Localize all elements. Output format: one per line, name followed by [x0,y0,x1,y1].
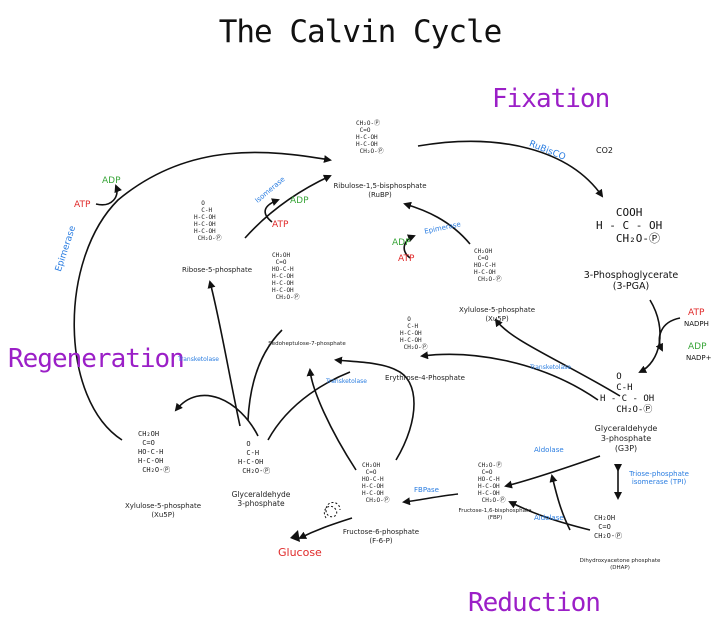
glucose-label: Glucose [278,546,322,559]
g3p-structure: O C-H H - C - OH CH₂O-Ⓟ [600,372,655,415]
cofactor-adp-left: ADP [102,176,121,186]
cofactor-atp-reduction: ATP [688,308,705,318]
xu5p-left-structure: CH₂OH C=O HO-C-H H-C-OH CH₂O-Ⓟ [138,430,171,474]
fbp-structure: CH₂O-Ⓟ C=O HO-C-H H-C-OH H-C-OH CH₂O-Ⓟ [478,462,506,504]
r5p-label: Ribose-5-phosphate [181,266,253,274]
phase-fixation: Fixation [492,84,610,114]
phase-reduction: Reduction [468,588,601,618]
arrow-atp-adp-mid [403,234,416,259]
arrow-r5p-to-rubp [244,174,332,239]
rubp-structure: CH₂O-Ⓟ C=O H-C-OH H-C-OH CH₂O-Ⓟ [356,120,384,155]
arrow-tk-left-a [174,394,259,437]
arrow-g3p-to-fbp [504,455,601,489]
cofactor-atp-iso: ATP [272,220,289,230]
arrow-atp-adp-iso [264,198,280,223]
rubp-label: Ribulose-1,5-bisphosphate(RuBP) [333,182,427,199]
dhap-label: Dihydroxyacetone phosphate(DHAP) [579,558,661,571]
f6p-label: Fructose-6-phosphate(F-6-P) [342,528,420,545]
page-title: The Calvin Cycle [218,14,503,50]
enzyme-tpi: Triose-phosphate isomerase (TPI) [629,470,689,486]
arrow-fbp-to-f6p [402,493,459,506]
cofactor-co2: CO2 [596,146,613,155]
arrow-tk-mid [306,368,357,471]
cofactor-nadph: NADPH [684,320,709,328]
arrow-dhap-to-fbp [508,501,591,531]
arrow-g3p-to-e4p [420,351,599,401]
dhap-structure: CH₂OH C=O CH₂O-Ⓟ [594,514,623,540]
cofactor-atp-left: ATP [74,200,91,210]
cofactor-nadp: NADP+ [686,354,712,362]
g3p2-structure: O C-H H-C-OH CH₂O-Ⓟ [238,440,271,475]
arrow-f6p-to-e4p [334,356,415,461]
cofactor-atp-mid: ATP [398,254,415,264]
phase-regeneration: Regeneration [8,344,185,374]
arrow-atp-branch [655,317,681,352]
arrow-regeneration-arc [73,151,332,441]
xu5p-mid-label: Xylulose-5-phosphate(Xu5P) [458,306,536,323]
enzyme-transketolase-left: Transketolase [178,356,219,363]
pga-structure: COOH H - C - OH CH₂O-Ⓟ [596,206,663,245]
xu5p-left-label: Xylulose-5-phosphate(Xu5P) [124,502,202,519]
arrow-tk-left-b [207,280,241,427]
arrow-pga-to-g3p [638,299,661,373]
arrow-rubp-to-pga [417,140,604,198]
s7p-label: Sedoheptulose-7-phosphate [268,341,346,347]
xu5p-mid-structure: CH₂OH C=O HO-C-H H-C-OH CH₂O-Ⓟ [474,248,502,283]
f6p-structure: CH₂OH C=O HO-C-H H-C-OH H-C-OH CH₂O-Ⓟ [362,462,390,504]
r5p-structure: O C-H H-C-OH H-C-OH H-C-OH CH₂O-Ⓟ [194,200,222,242]
fbp-label: Fructose-1,6-bisphosphate(FBP) [458,508,532,521]
glucose-arrowhead [290,530,300,542]
cofactor-adp-iso: ADP [290,196,309,206]
arrow-tk-left-c [247,329,283,421]
s7p-structure: CH₂OH C=O HO-C-H H-C-OH H-C-OH H-C-OH CH… [272,252,300,301]
enzyme-transketolase-mid: Transketolase [326,378,367,385]
enzyme-fbpase: FBPase [414,486,439,494]
arrow-to-xu5p-mid [494,318,621,397]
arrow-xu5p-to-rubp [403,201,471,245]
cofactor-adp-mid: ADP [392,238,411,248]
enzyme-aldolase-bottom: Aldolase [534,514,564,522]
e4p-structure: O C-H H-C-OH H-C-OH CH₂O-Ⓟ [400,316,428,351]
enzyme-aldolase-top: Aldolase [534,446,564,454]
glucose-dashes [323,502,341,519]
arrow-f6p-to-glucose [298,517,353,539]
cofactor-adp-reduction: ADP [688,342,707,352]
e4p-label: Erythrose-4-Phosphate [385,374,465,382]
arrow-atp-adp-left [95,184,122,206]
arrow-tk-mid-b [267,371,351,441]
enzyme-transketolase-right: Transketolase [530,364,571,371]
arrow-dhap-up [549,474,571,531]
pga-label: 3-Phosphoglycerate(3-PGA) [583,270,679,292]
